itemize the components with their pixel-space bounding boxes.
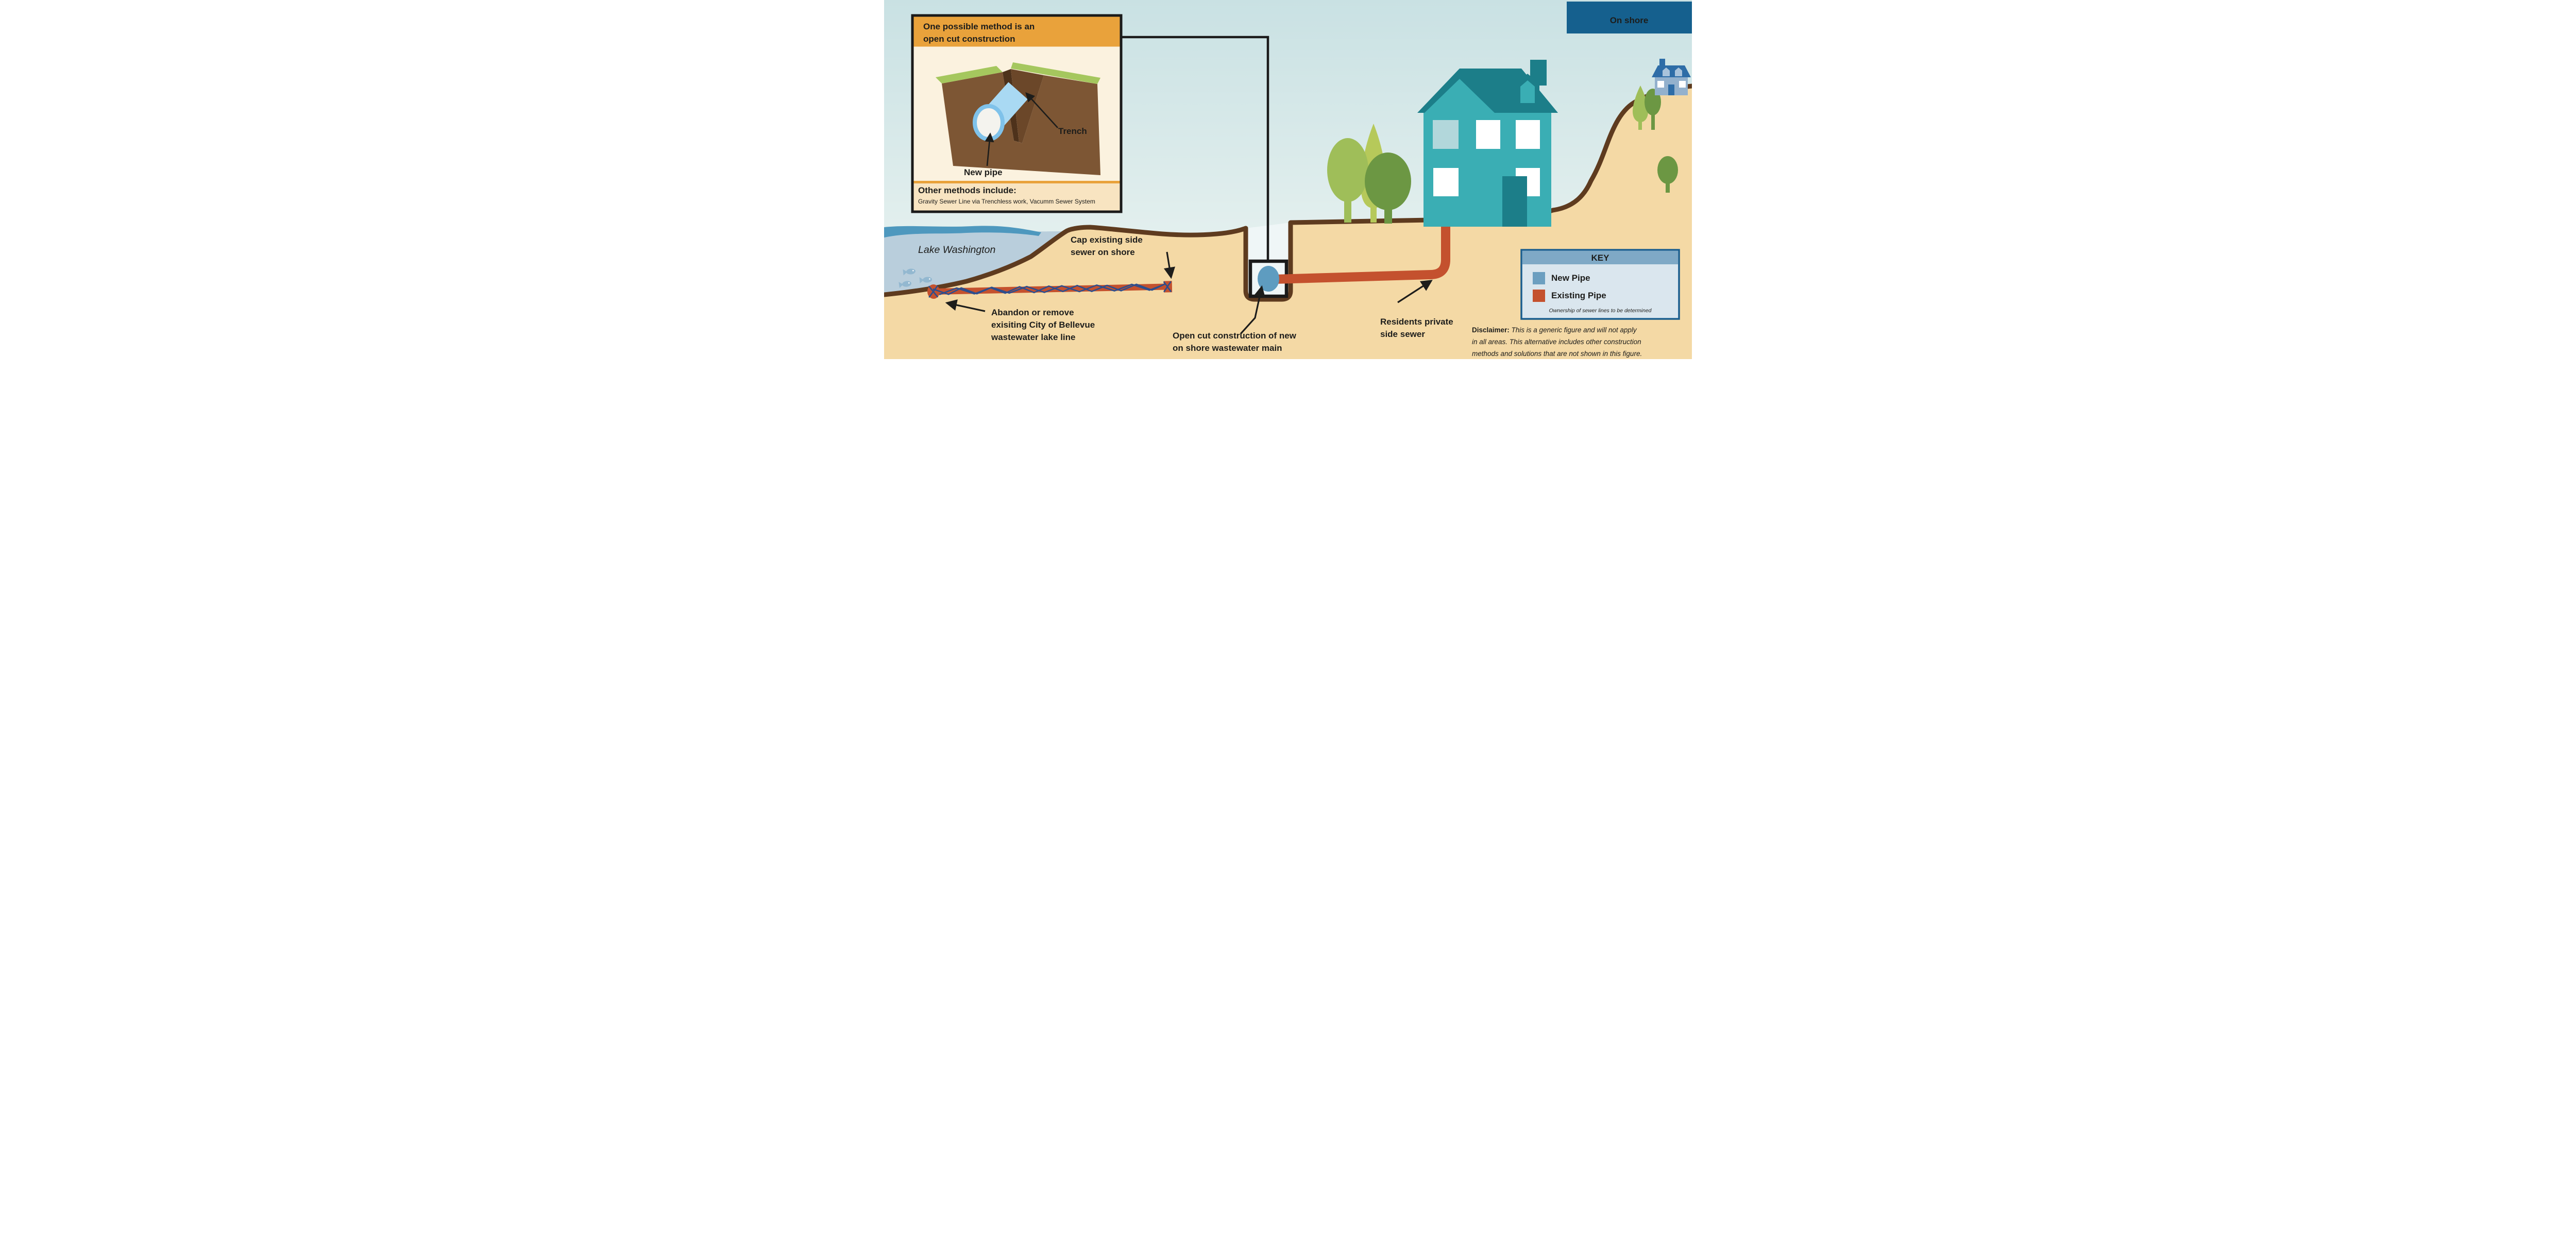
- svg-text:Residents private: Residents private: [1380, 317, 1453, 327]
- cap-arrow-icon: [1163, 251, 1175, 279]
- onshore-banner: On shore: [1567, 2, 1692, 33]
- window: [1476, 120, 1500, 149]
- new-pipe-label: New pipe: [964, 167, 1003, 177]
- inset-title: open cut construction: [923, 34, 1015, 44]
- other-methods-text: Gravity Sewer Line via Trenchless work, …: [918, 198, 1095, 205]
- window: [1516, 120, 1540, 149]
- other-methods-heading: Other methods include:: [918, 185, 1016, 195]
- key-swatch-new-pipe: [1533, 272, 1545, 284]
- private-side-sewer-pipe: [1274, 225, 1450, 284]
- small-house-dormer: [1663, 67, 1670, 76]
- svg-text:methods and solutions that are: methods and solutions that are not shown…: [1472, 350, 1642, 358]
- fish-icon: [899, 281, 911, 289]
- svg-text:exisiting City of Bellevue: exisiting City of Bellevue: [991, 320, 1095, 330]
- open-cut-label: Open cut construction of new on shore wa…: [1173, 331, 1297, 353]
- trench-label: Trench: [1058, 126, 1087, 136]
- key-title: KEY: [1591, 253, 1610, 263]
- abandoned-lake-pipe: [927, 281, 1173, 299]
- abandoned-x-pattern: [928, 281, 1172, 298]
- abandon-label: Abandon or remove exisiting City of Bell…: [991, 308, 1095, 342]
- cap-label: Cap existing side sewer on shore: [1071, 235, 1143, 257]
- lake-label: Lake Washington: [918, 244, 995, 256]
- lake-surface-band: [884, 226, 1041, 238]
- key-header: [1522, 251, 1678, 264]
- fish-icon: [903, 268, 916, 276]
- window: [1657, 81, 1664, 88]
- infographic-onshore-sewer: Lake Washington Cap existing side sewer …: [884, 0, 1692, 359]
- tree-icon: [1365, 152, 1411, 224]
- small-house-dormer: [1675, 67, 1682, 76]
- new-pipe-face: [973, 104, 1005, 141]
- svg-text:Disclaimer: This is a generic: Disclaimer: This is a generic figure and…: [1472, 326, 1637, 334]
- key-swatch-existing-pipe: [1533, 290, 1545, 302]
- svg-text:sewer on shore: sewer on shore: [1071, 247, 1135, 257]
- banner-title: On shore: [1610, 15, 1649, 25]
- open-cut-arrow-icon: [1240, 285, 1265, 335]
- trench-illustration: Trench New pipe: [936, 62, 1100, 177]
- tree-icon: [1633, 86, 1648, 130]
- svg-text:wastewater lake line: wastewater lake line: [991, 332, 1075, 342]
- key-label-existing-pipe: Existing Pipe: [1551, 291, 1606, 300]
- svg-text:side sewer: side sewer: [1380, 329, 1425, 339]
- house-gable: [1425, 79, 1495, 113]
- arrows: [945, 251, 1433, 335]
- small-house-roof: [1652, 65, 1691, 77]
- earth-block: [942, 72, 1100, 175]
- grass-right: [1011, 62, 1100, 84]
- trench-label-arrow-icon: [1025, 92, 1058, 128]
- door: [1668, 84, 1674, 95]
- key-panel: KEY New Pipe Existing Pipe Ownership of …: [1520, 249, 1680, 320]
- new-pipe-label-arrow-icon: [985, 132, 994, 166]
- inset-header: [913, 16, 1120, 47]
- svg-text:Cap existing side: Cap existing side: [1071, 235, 1143, 245]
- residents-label: Residents private side sewer: [1380, 317, 1453, 339]
- svg-text:Open cut construction of new: Open cut construction of new: [1173, 331, 1297, 341]
- dormer-window: [1520, 80, 1535, 103]
- inset-panel: One possible method is an open cut const…: [911, 14, 1123, 213]
- tree-icon: [1657, 156, 1678, 193]
- inset-title: One possible method is an: [923, 22, 1035, 31]
- svg-text:on shore wastewater main: on shore wastewater main: [1173, 343, 1282, 353]
- disclaimer: Disclaimer: This is a generic figure and…: [1472, 326, 1642, 358]
- svg-text:Abandon or remove: Abandon or remove: [991, 308, 1074, 317]
- svg-text:in all areas. This alternative: in all areas. This alternative includes …: [1472, 338, 1641, 346]
- disclaimer-heading: Disclaimer:: [1472, 326, 1510, 334]
- grass-left: [936, 66, 1003, 83]
- ground-surface-line: [884, 83, 1692, 302]
- window: [1433, 168, 1459, 196]
- key-note: Ownership of sewer lines to be determine…: [1549, 308, 1652, 314]
- lake: [884, 226, 1067, 295]
- inset-divider: [913, 181, 1120, 183]
- window: [1679, 81, 1686, 88]
- fish-icons: [899, 268, 932, 289]
- inset-footer: [913, 183, 1120, 211]
- hill-trees: [1633, 86, 1678, 193]
- yard-trees: [1327, 124, 1411, 224]
- residents-arrow-icon: [1397, 280, 1433, 303]
- fish-icon: [919, 277, 932, 284]
- key-label-new-pipe: New Pipe: [1551, 273, 1590, 283]
- inset-connector-line: [1120, 36, 1269, 262]
- tree-icon: [1327, 138, 1368, 223]
- door: [1502, 176, 1527, 227]
- abandon-arrow-icon: [945, 299, 986, 312]
- window: [1433, 120, 1459, 149]
- small-house-chimney: [1659, 59, 1665, 68]
- small-house: [1652, 59, 1691, 95]
- new-pipe-circle: [1258, 266, 1279, 292]
- main-house: [1417, 60, 1558, 227]
- trench-inner-wall: [1011, 69, 1044, 143]
- banner-background: [1567, 2, 1692, 33]
